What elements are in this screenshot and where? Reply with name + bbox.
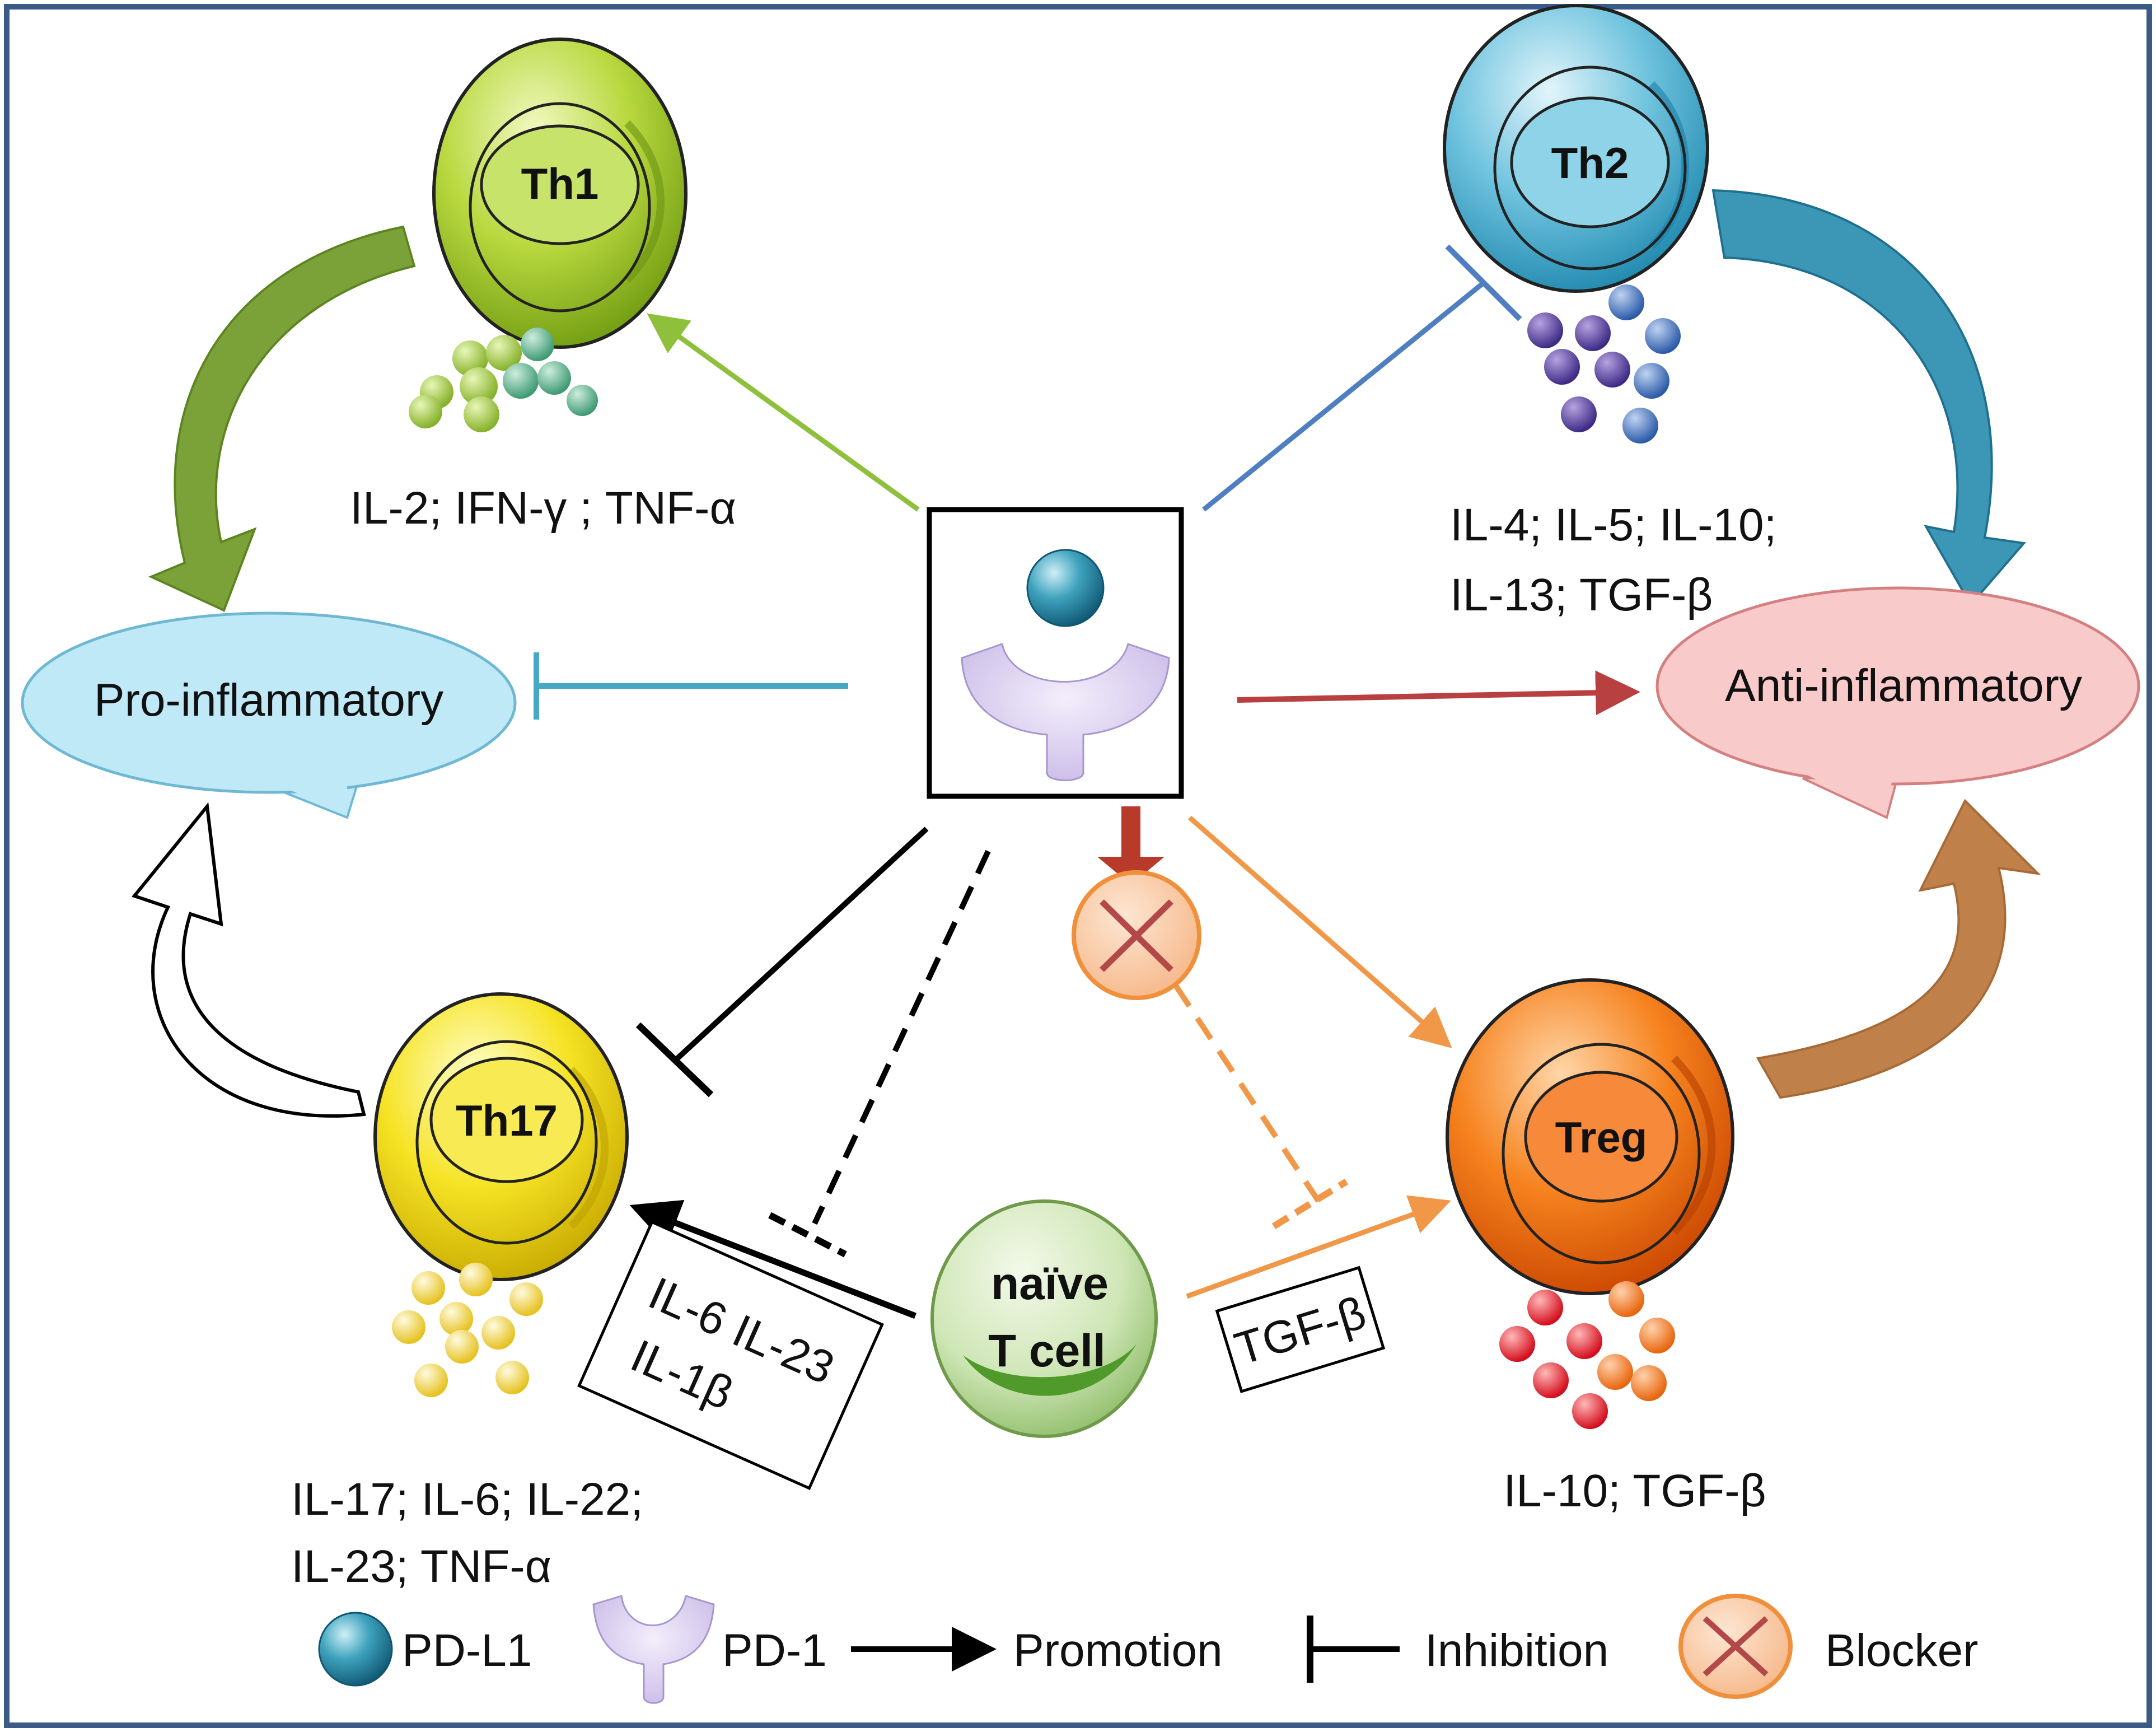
center-to-th2-inhibition [1202,281,1485,512]
naive-t-cell: naïve T cell [930,1199,1158,1438]
anti-inflammatory-bubble: Anti-inflammatory [1655,586,2140,819]
naive-to-treg-arrow [1186,1195,1451,1299]
legend-pdl1-label: PD-L1 [402,1625,532,1676]
legend: PD-L1 PD-1 Promotion Inhibition Blocker [318,1594,1978,1704]
th2-cytokine-dots [1527,284,1681,443]
th17-cytokines-line2: IL-23; TNF-α [291,1541,551,1592]
th1-to-pro-curved-arrow [148,225,416,612]
th1-label: Th1 [521,159,599,208]
treg-to-anti-curved-arrow [1756,799,2041,1099]
outer-frame [4,4,2152,1728]
th2-inhibition-bar [1445,244,1522,321]
legend-pd1-icon [592,1595,715,1704]
pdl1-icon [1026,549,1105,627]
th17-to-pro-curved-arrow [131,802,366,1118]
blocker-dashed-inhibition [1173,984,1321,1203]
legend-inhibition-label: Inhibition [1425,1625,1608,1676]
center-to-naive-th17-dashed-inhibition [812,849,991,1225]
th17-cytokines-line1: IL-17; IL-6; IL-22; [291,1474,643,1525]
th17-inhibition-bar [635,1022,714,1098]
blocker-symbol [1072,870,1201,1000]
th1-cytokines: IL-2; IFN-γ ; TNF-α [350,483,736,534]
legend-pd1-label: PD-1 [722,1625,827,1676]
th2-cytokines-line2: IL-13; TGF-β [1450,569,1713,620]
pd1-pdl1-center-box [927,507,1184,799]
blocker-inhibition-bar [1271,1178,1349,1230]
treg-cell: Treg [1446,978,1734,1295]
pro-inflammatory-label: Pro-inflammatory [94,675,443,726]
center-to-anti-arrow [1237,670,1640,716]
th2-label: Th2 [1551,138,1629,188]
anti-inflammatory-label: Anti-inflammatory [1725,660,2082,711]
center-to-treg-arrow [1188,815,1452,1048]
pd1-icon [961,643,1170,781]
naive-label-line1: naïve [991,1258,1109,1309]
th17-cell: Th17 [373,992,629,1281]
center-to-th17-inhibition [675,827,929,1061]
naive-to-th17-arrow [629,1199,916,1319]
center-to-th1-arrow [647,313,920,512]
treg-cytokines: IL-10; TGF-β [1503,1465,1766,1516]
th17-cytokine-dots [392,1263,543,1397]
th1-cell: Th1 [432,38,688,349]
th1-cytokine-dots [409,328,598,432]
th2-to-anti-curved-arrow [1711,189,2026,607]
treg-inducer-box: TGF-β [1215,1266,1386,1393]
legend-blocker-icon [1678,1594,1793,1699]
pro-inflammatory-bubble: Pro-inflammatory [21,611,517,819]
th2-cytokines-line1: IL-4; IL-5; IL-10; [1450,499,1776,550]
th2-cell: Th2 [1443,4,1709,293]
treg-cytokine-dots [1499,1281,1675,1429]
legend-blocker-label: Blocker [1825,1625,1978,1676]
legend-promotion-label: Promotion [1013,1625,1223,1676]
treg-label: Treg [1555,1113,1648,1162]
th17-label: Th17 [456,1096,558,1145]
naive-label-line2: T cell [988,1325,1106,1376]
legend-pdl1-icon [318,1612,393,1687]
dashed-inhibition-bar [768,1212,847,1258]
